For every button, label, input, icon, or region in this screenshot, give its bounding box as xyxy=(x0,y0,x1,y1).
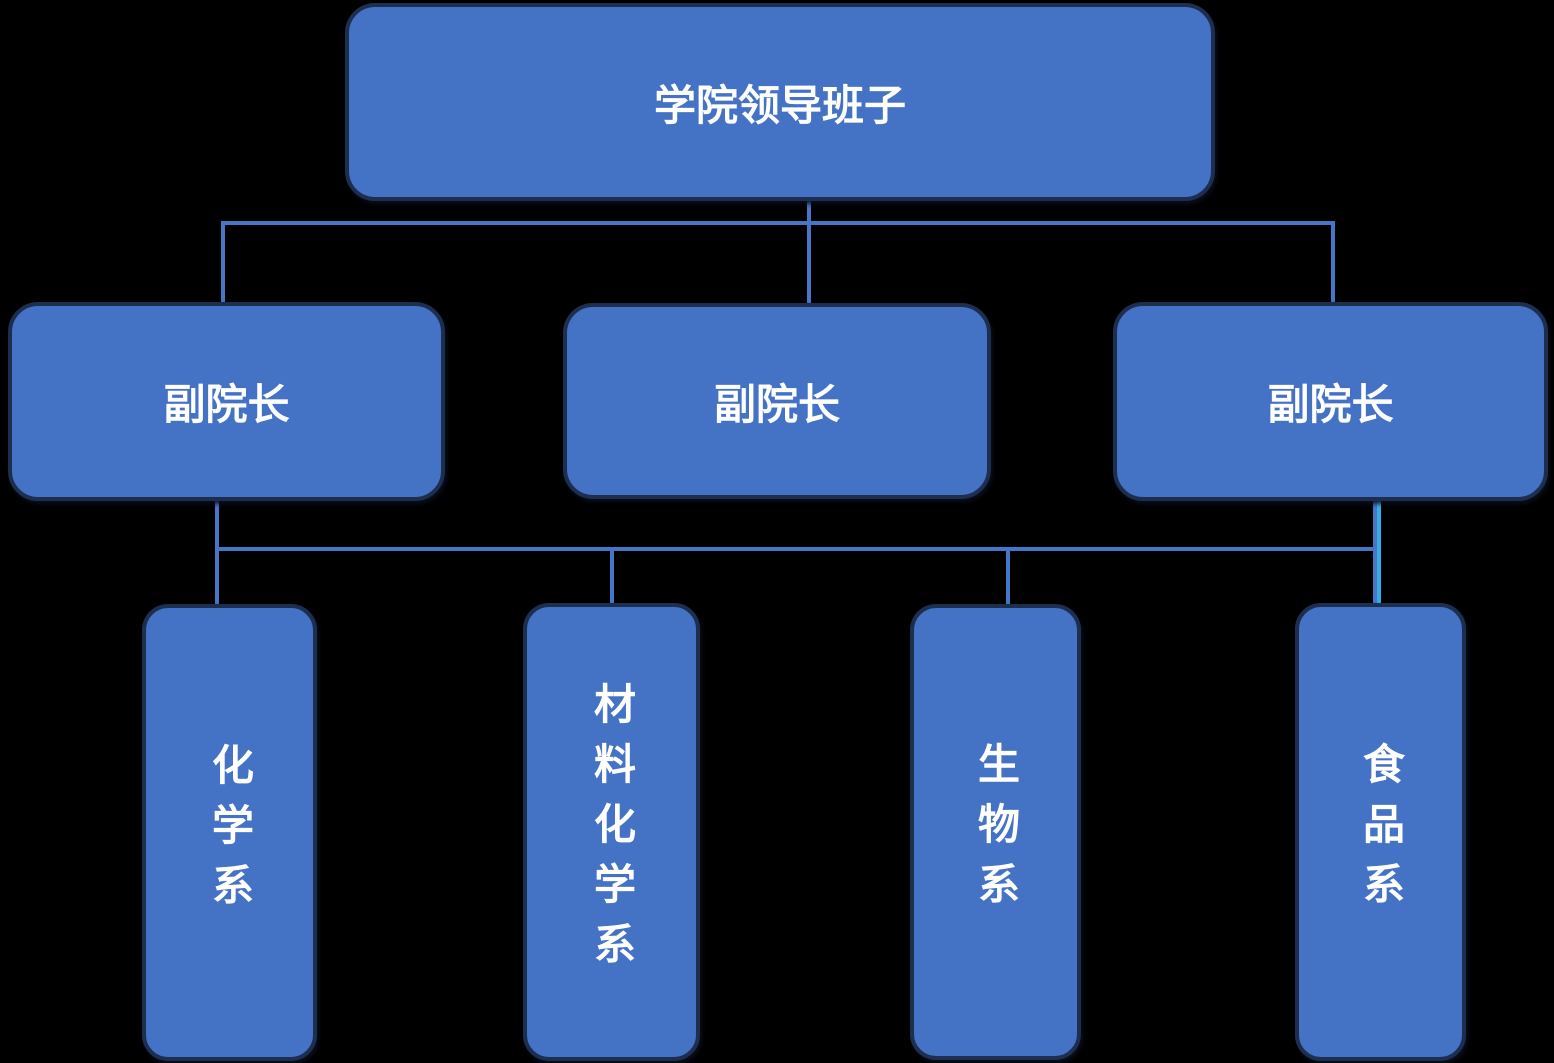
connector-root-to-row2 xyxy=(807,199,811,306)
node-dept-food-label: 食品系 xyxy=(1356,742,1406,922)
node-college-leadership-label: 学院领导班子 xyxy=(653,80,906,130)
connector-row2-horizontal xyxy=(221,221,1335,225)
node-dept-chemistry-label: 化学系 xyxy=(205,742,255,923)
connector-drop-vice-dean-1 xyxy=(221,223,225,303)
connector-row3-horizontal xyxy=(215,547,1381,551)
connector-vice-dean-3-to-row3 xyxy=(1373,500,1377,604)
node-vice-dean-3-label: 副院长 xyxy=(1267,380,1394,429)
node-college-leadership[interactable]: 学院领导班子 xyxy=(345,3,1215,201)
connector-drop-dept-2 xyxy=(610,549,614,605)
connector-vice-dean-1-to-row3 xyxy=(215,499,219,605)
node-dept-chemistry[interactable]: 化学系 xyxy=(142,604,317,1061)
node-dept-materials-chemistry-label: 材料化学系 xyxy=(587,682,637,982)
connector-drop-dept-3 xyxy=(1006,549,1010,605)
node-vice-dean-1-label: 副院长 xyxy=(163,380,290,429)
node-dept-biology[interactable]: 生物系 xyxy=(910,604,1081,1060)
node-vice-dean-1[interactable]: 副院长 xyxy=(8,302,445,501)
node-dept-food[interactable]: 食品系 xyxy=(1295,603,1466,1061)
node-dept-biology-label: 生物系 xyxy=(971,742,1021,922)
connector-drop-vice-dean-3 xyxy=(1331,223,1335,303)
connector-vice-dean-3-selection-highlight xyxy=(1377,500,1381,604)
node-vice-dean-3[interactable]: 副院长 xyxy=(1113,302,1548,501)
node-dept-materials-chemistry[interactable]: 材料化学系 xyxy=(523,603,700,1061)
node-vice-dean-2[interactable]: 副院长 xyxy=(563,303,991,499)
node-vice-dean-2-label: 副院长 xyxy=(713,379,840,429)
